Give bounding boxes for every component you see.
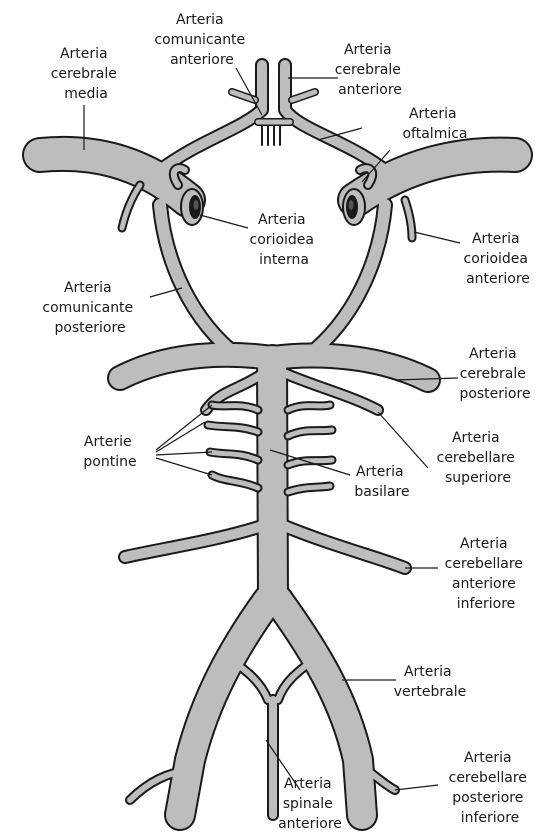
label-corioidea-anteriore: Arteria corioidea anteriore bbox=[464, 231, 533, 287]
posterior-communicating-left bbox=[160, 205, 240, 358]
label-oftalmica: Arteria oftalmica bbox=[402, 106, 467, 142]
label-cerebellare-anteriore-inferiore: Arteria cerebellare anteriore inferiore bbox=[445, 536, 528, 612]
label-vertebrale: Arteria vertebrale bbox=[394, 664, 466, 700]
label-pontine: Arterie pontine bbox=[83, 434, 136, 470]
label-cerebrale-anteriore: Arteria cerebrale anteriore bbox=[335, 42, 406, 98]
posterior-communicating-right bbox=[305, 205, 385, 358]
label-cerebrale-posteriore: Arteria cerebrale posteriore bbox=[459, 346, 530, 402]
label-comunicante-anteriore: Arteria comunicante anteriore bbox=[154, 12, 249, 68]
label-cerebellare-superiore: Arteria cerebellare superiore bbox=[437, 430, 520, 486]
label-corioidea-interna: Arteria corioidea interna bbox=[250, 212, 319, 268]
label-basilare: Arteria basilare bbox=[354, 464, 409, 500]
label-cerebellare-posteriore-inferiore: Arteria cerebellare posteriore inferiore bbox=[449, 750, 532, 826]
label-cerebrale-media: Arteria cerebrale media bbox=[51, 46, 122, 102]
label-spinale-anteriore: Arteria spinale anteriore bbox=[278, 776, 342, 832]
label-comunicante-posteriore: Arteria comunicante posteriore bbox=[42, 280, 137, 336]
